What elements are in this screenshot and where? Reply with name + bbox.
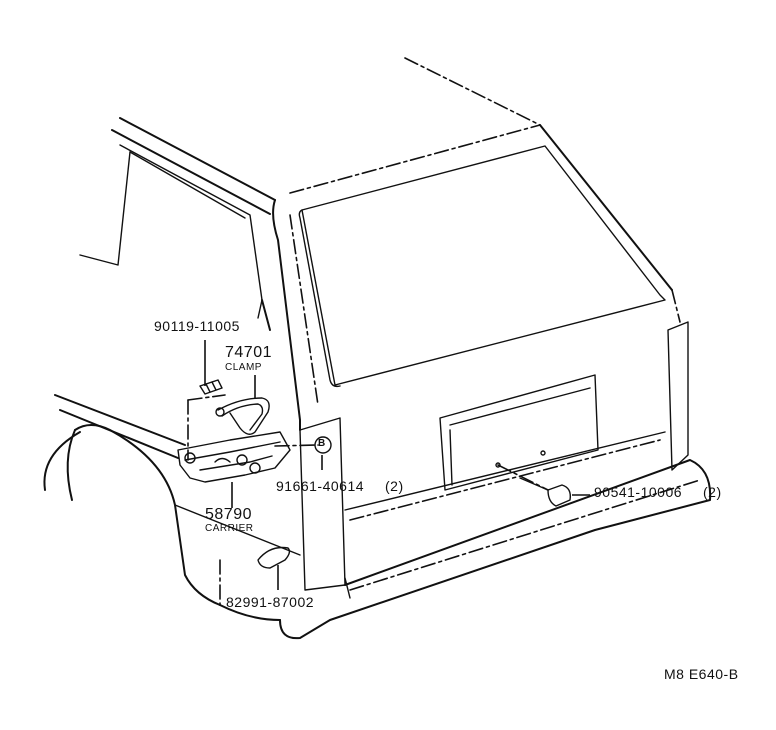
marker-b-circle [314,436,332,454]
part-qty-90541: (2) [703,484,722,500]
part-name-carrier: CARRIER [205,523,254,534]
part-name-clamp: CLAMP [225,362,262,373]
part-label-74701: 74701 [225,344,272,361]
part-label-91661: 91661-40614 [276,478,365,494]
part-qty-91661: (2) [385,478,404,494]
part-label-82991: 82991-87002 [226,594,315,610]
part-label-90119: 90119-11005 [154,318,240,334]
part-label-58790: 58790 [205,506,252,523]
part-label-90541: 90541-10006 [594,484,683,500]
diagram-code: M8 E640-B [664,666,739,682]
marker-b-label: B [318,438,326,449]
